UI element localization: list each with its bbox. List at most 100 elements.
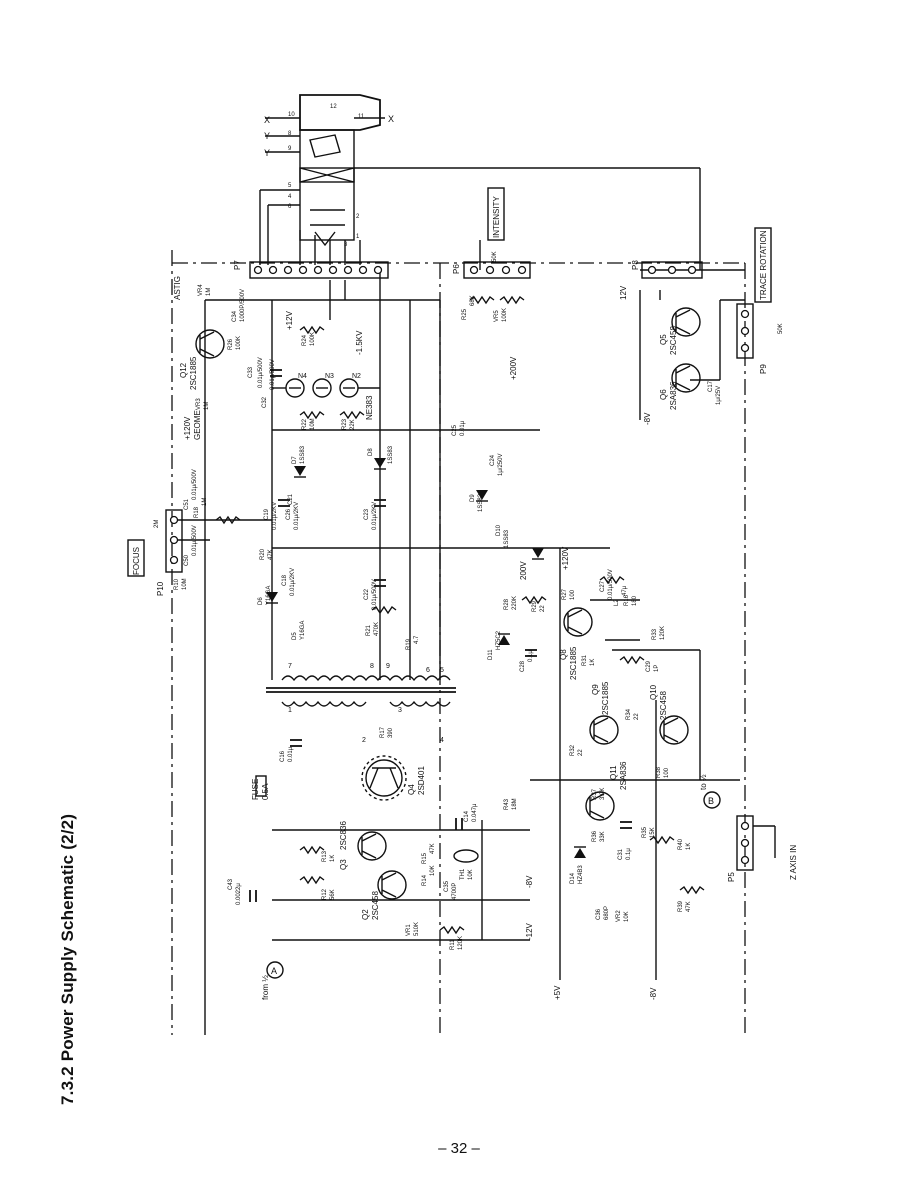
intensity-box (487, 187, 505, 241)
ne383-label: NE383 (365, 395, 374, 420)
vr2-ref: VR2 (616, 910, 622, 922)
r25-value: 68K (470, 295, 476, 306)
r29-value: 22 (540, 605, 546, 612)
c31-ref: C31 (618, 848, 624, 860)
r26-value: 100K (236, 336, 242, 350)
geome-label: GEOME (193, 410, 202, 440)
crt-pin-4: 4 (288, 194, 292, 200)
r21-value: 470K (374, 622, 380, 636)
transistor-q2 (377, 870, 407, 900)
r25-ref: R25 (462, 308, 468, 320)
d9-value: 1SS83 (478, 493, 484, 512)
r40-value: 1K (686, 843, 692, 850)
c35-ref: C35 (444, 880, 450, 892)
tx-pin-3: 3 (398, 707, 402, 714)
crt-pin-11: 11 (358, 114, 365, 120)
transistor-q8 (563, 607, 593, 637)
d7-ref: D7 (292, 456, 298, 464)
bus-wires (178, 167, 745, 1035)
q9-part: 2SC1885 (601, 681, 610, 715)
rail-minus8v-c: -8V (643, 412, 652, 425)
r19-value: 4.7 (414, 635, 420, 644)
crt-pin-10: 10 (288, 112, 295, 118)
r10-ref: R10 (174, 578, 180, 590)
c14-ref: C14 (464, 810, 470, 822)
r32-ref: R32 (570, 744, 576, 756)
signal-x: X (388, 114, 394, 124)
vr-focus-value: 2M (154, 520, 160, 528)
q10-part: 2SC458 (659, 691, 668, 720)
focus-box (127, 539, 145, 577)
transistor-q12 (195, 329, 225, 359)
c23-value: 0.01μ/2KV (372, 502, 378, 530)
tx-pin-1: 1 (288, 707, 292, 714)
connector-p8 (641, 261, 703, 279)
c36-value: 680P (604, 906, 610, 920)
r12-value: 56K (330, 889, 336, 900)
c14-value: 0.047μ (472, 803, 478, 822)
r16-value: 180 (632, 595, 638, 606)
r20-ref: R20 (260, 548, 266, 560)
c51-value: 0.01μ/500V (192, 469, 198, 500)
c26-value: 0.01μ/2KV (294, 502, 300, 530)
crt-pin-9: 9 (288, 146, 292, 152)
r28-value: 220K (512, 596, 518, 610)
rail-minus8v-a: -8V (649, 987, 658, 1000)
crt-pin-1: 1 (356, 234, 360, 240)
c31-value: 0.1μ (626, 848, 632, 860)
c29-value: 1P (654, 665, 660, 672)
rail-plus200v-a: +200V (509, 356, 518, 380)
c43-ref: C43 (228, 878, 234, 890)
vr4-ref: VR4 (198, 284, 204, 296)
r27-ref: R27 (562, 588, 568, 600)
n3-label: N3 (325, 373, 334, 380)
focus-label: FOCUS (132, 547, 141, 575)
r33-value: 120K (660, 626, 666, 640)
d8-value: 1SS83 (388, 445, 394, 464)
transformer (266, 675, 456, 707)
r28-ref: R28 (504, 598, 510, 610)
connector-p9 (736, 303, 754, 359)
c27-ref: C27 (600, 580, 606, 592)
rail-plus120v-b: +120V (561, 546, 570, 570)
crt-tube (265, 94, 385, 247)
page-number: – 32 – (438, 1140, 480, 1157)
d14-ref: D14 (570, 872, 576, 884)
r31-ref: R31 (582, 654, 588, 666)
r43-value: 18M (512, 798, 518, 810)
crt-pin-12: 12 (330, 104, 337, 110)
r34-ref: R34 (626, 708, 632, 720)
l2-ref: L2 (614, 599, 620, 606)
transistor-q10 (659, 715, 689, 745)
r29-ref: R29 (532, 600, 538, 612)
transistor-q11 (585, 791, 615, 821)
c28-ref: C28 (520, 660, 526, 672)
c33-ref: C33 (248, 366, 254, 378)
c23-ref: C23 (364, 508, 370, 520)
vr2-value: 10K (624, 911, 630, 922)
d9-ref: D9 (470, 494, 476, 502)
q2-ref: Q2 (361, 909, 370, 920)
tx-pin-2: 2 (362, 737, 366, 744)
n2-label: N2 (352, 373, 361, 380)
connector-p7 (249, 261, 389, 279)
tx-pin-5: 5 (440, 667, 444, 674)
c21-ref: C21 (288, 493, 294, 505)
vr-trace-value: 50K (778, 323, 784, 334)
r37-ref: R37 (592, 788, 598, 800)
r15-value: 47K (430, 843, 436, 854)
r26-ref: R26 (228, 338, 234, 350)
r11-value: 120K (458, 936, 464, 950)
q10-ref: Q10 (649, 684, 658, 700)
c22-ref: C22 (364, 588, 370, 600)
c19-ref: C19 (264, 508, 270, 520)
intensity-label: INTENSITY (492, 196, 501, 238)
n4-label: N4 (298, 373, 307, 380)
marker-b: B (708, 796, 714, 806)
r36-ref: R36 (592, 830, 598, 842)
p7-label: P7 (233, 260, 242, 270)
c22-value: 0.01μ/500V (372, 579, 378, 610)
r21-ref: R21 (366, 624, 372, 636)
d11-value: HZ5C2 (496, 630, 502, 650)
